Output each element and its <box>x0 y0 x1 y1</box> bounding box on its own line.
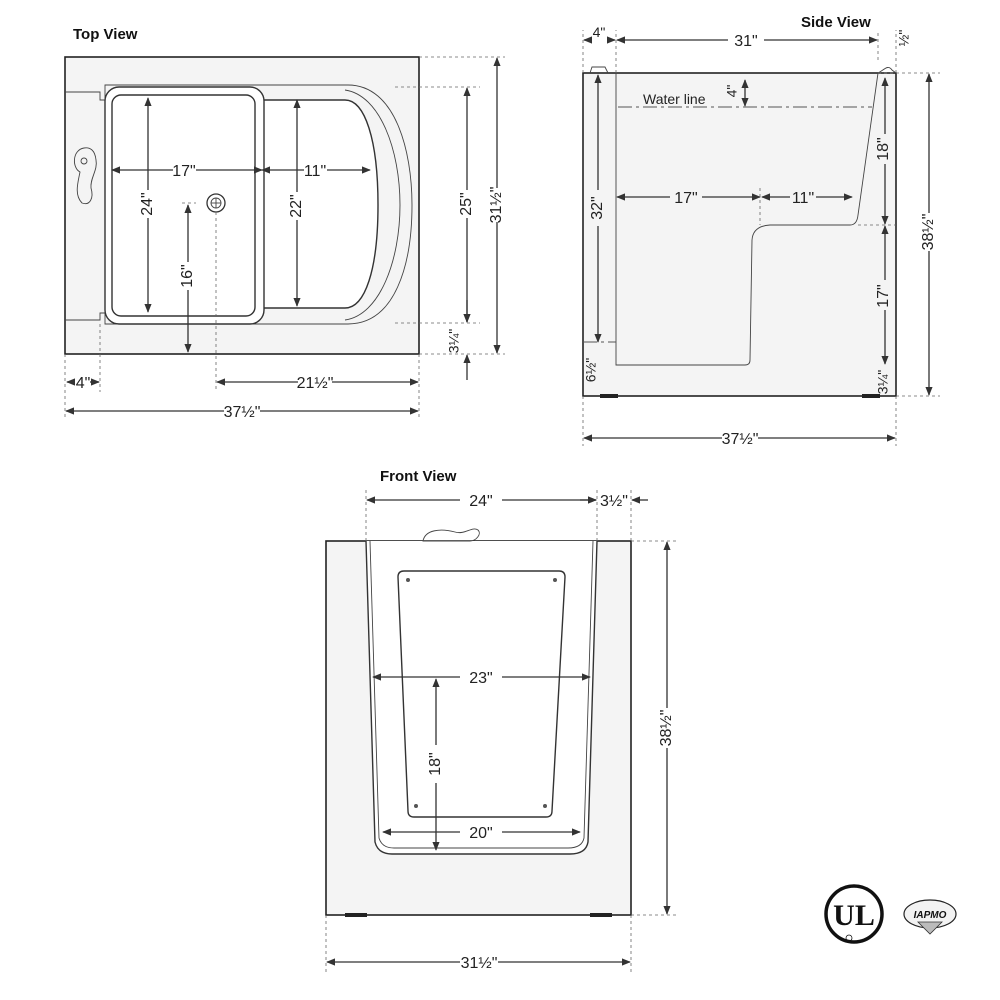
side-dim-seat-to-back: 11" <box>792 190 814 207</box>
top-view: Top View 17" 11" 24" 22" <box>64 26 505 421</box>
ul-badge: UL <box>824 884 884 944</box>
front-foot-left <box>345 913 367 917</box>
top-dim-bottom-margin: 3¼" <box>446 329 462 353</box>
front-dim-door-opening: 24" <box>469 493 492 510</box>
front-door-panel <box>397 570 566 818</box>
side-dim-back-lip: ½" <box>896 30 912 47</box>
side-inner-cavity <box>615 72 879 366</box>
side-dim-total-depth: 32" <box>589 196 606 219</box>
front-faucet-icon <box>422 528 480 542</box>
side-foot-right <box>862 394 880 398</box>
top-dim-drain-offset: 16" <box>179 264 196 287</box>
water-line-label: Water line <box>643 91 706 107</box>
top-dim-outer-width: 31½" <box>488 187 505 224</box>
front-dim-overall-height: 38½" <box>658 710 675 747</box>
iapmo-badge-text: IAPMO <box>914 910 947 921</box>
front-view: Front View 24" 3½" 23" 18" <box>325 468 678 972</box>
top-seat-area <box>104 84 413 325</box>
front-dim-overall-width: 31½" <box>461 955 498 972</box>
side-foot-left <box>600 394 618 398</box>
door-screw-icon <box>543 804 547 808</box>
side-view: Side View Water line 4" 4" 31" ½" 18" 1 <box>582 14 940 448</box>
faucet-hole-icon <box>80 157 88 165</box>
top-dim-inner-width: 25" <box>458 192 475 215</box>
top-view-title: Top View <box>73 26 138 43</box>
front-dim-door-mid-width: 23" <box>469 670 492 687</box>
side-dim-base-left: 6½" <box>583 358 599 382</box>
top-backrest-curve <box>344 89 401 321</box>
iapmo-badge: IAPMO <box>903 899 957 935</box>
side-dim-back-rise: 18" <box>875 137 892 160</box>
side-dim-water-line-depth: 4" <box>724 85 740 98</box>
side-dim-base-right: 3¼" <box>875 370 891 394</box>
top-dim-footwell-width: 24" <box>139 192 156 215</box>
side-dim-seat-height: 17" <box>875 284 892 307</box>
top-dim-seat-width: 22" <box>288 194 305 217</box>
side-dim-overall-height: 38½" <box>920 214 937 251</box>
door-screw-icon <box>414 804 418 808</box>
top-dim-left-margin: 4" <box>76 375 91 392</box>
front-dim-side-wall: 3½" <box>600 493 628 510</box>
front-view-title: Front View <box>380 468 457 485</box>
door-screw-icon <box>406 578 410 582</box>
top-dim-overall-length: 37½" <box>224 404 261 421</box>
side-back-lip <box>877 67 897 74</box>
side-rim-bump <box>589 66 609 74</box>
front-door-frame-inner <box>369 540 594 849</box>
top-dim-drain-to-end: 21½" <box>297 375 334 392</box>
side-dim-overall-length: 37½" <box>722 431 759 448</box>
front-dim-door-bottom-width: 20" <box>469 825 492 842</box>
door-screw-icon <box>553 578 557 582</box>
ul-badge-text: UL <box>833 899 875 932</box>
front-foot-right <box>590 913 612 917</box>
faucet-handle-icon <box>74 147 97 205</box>
front-dim-door-height: 18" <box>427 752 444 775</box>
side-tub-outline <box>582 72 897 397</box>
side-dim-top-length: 31" <box>734 33 757 50</box>
side-view-title: Side View <box>801 14 871 31</box>
top-dim-seat-to-back: 11" <box>304 163 326 180</box>
top-seat-surface <box>261 99 379 309</box>
side-dim-rim: 4" <box>593 24 606 40</box>
side-dim-seat-depth: 17" <box>674 190 697 207</box>
top-dim-seat-depth: 17" <box>172 163 195 180</box>
